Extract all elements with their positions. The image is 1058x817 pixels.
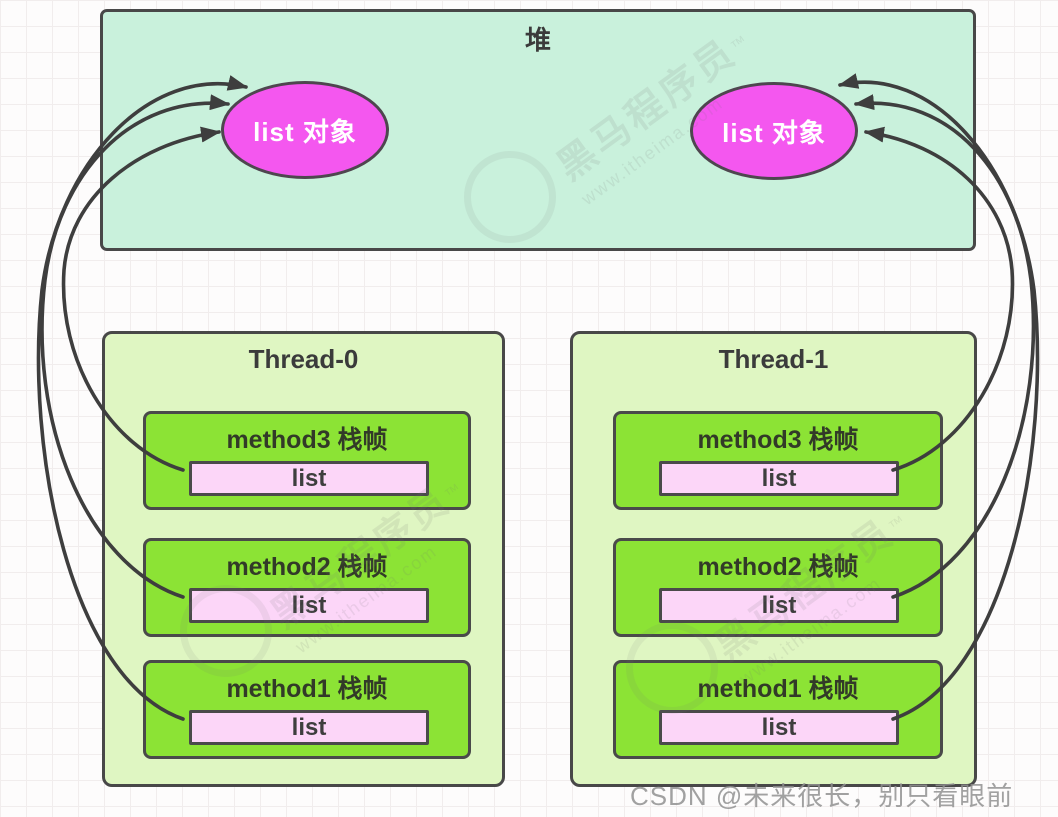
thread-0-method1-frame-title: method1 栈帧 [226,675,388,703]
thread-1-method1-list-slot: list [659,710,899,745]
thread-0-title: Thread-0 [248,344,359,374]
thread-0-method3-list-slot: list [189,461,429,496]
heap-list-object-right: list 对象 [690,82,858,180]
thread-1-method3-frame: method3 栈帧 list [613,411,943,510]
thread-1-method2-frame-title: method2 栈帧 [697,553,859,581]
thread-0-method3-frame-title: method3 栈帧 [226,426,388,454]
heap-list-object-right-label: list 对象 [722,117,826,148]
thread-1-method1-frame-title: method1 栈帧 [697,675,859,703]
heap-list-object-left: list 对象 [221,81,389,179]
heap-list-object-left-label: list 对象 [253,116,357,147]
watermark-logo-circle [180,585,272,677]
thread-1-method3-list-slot: list [659,461,899,496]
watermark-logo-circle [626,622,718,714]
csdn-credit-text: CSDN @未来很长，别只看眼前 [630,781,1014,811]
thread-0-method1-frame: method1 栈帧 list [143,660,471,759]
thread-0-method1-list-slot: list [189,710,429,745]
heap-title: 堆 [524,25,551,55]
watermark-logo-circle [464,151,556,243]
thread-0-box: Thread-0 method3 栈帧 list method2 栈帧 list… [102,331,505,787]
thread-1-method3-frame-title: method3 栈帧 [697,426,859,454]
thread-1-title: Thread-1 [718,344,829,374]
thread-0-method2-frame-title: method2 栈帧 [226,553,388,581]
